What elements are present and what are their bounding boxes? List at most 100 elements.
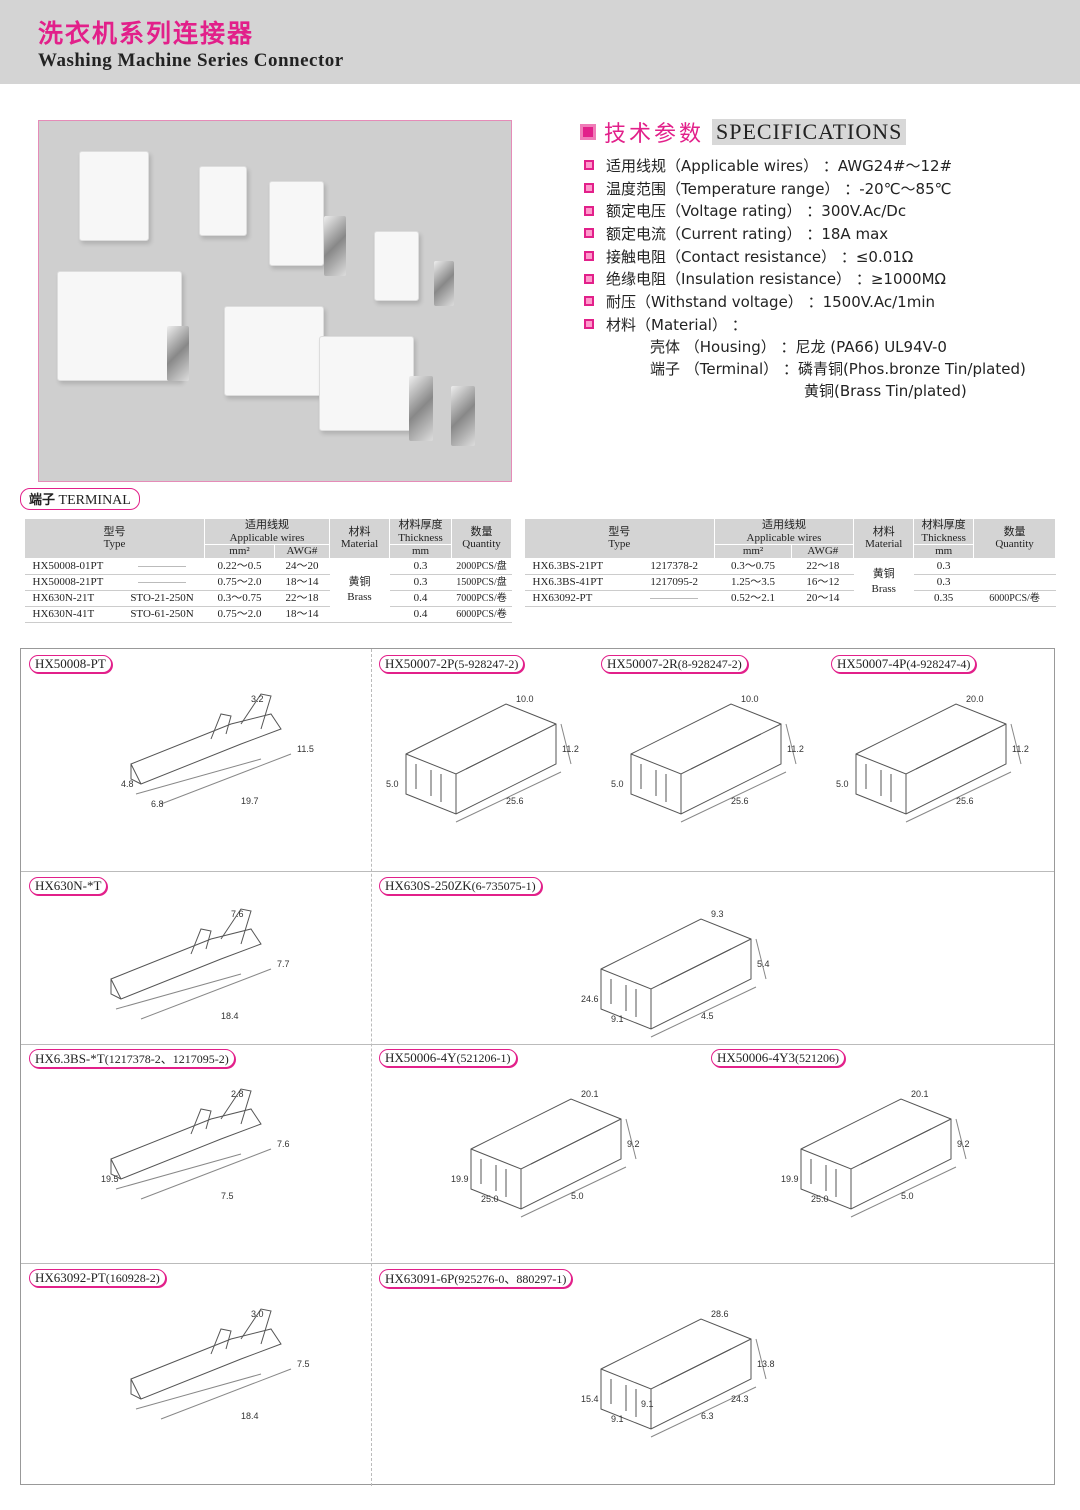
th-type-cn: 型号 (608, 525, 631, 538)
housing-drawing (600, 918, 767, 1038)
dimension-label: 25.6 (956, 796, 974, 806)
dimension-label: 10.0 (741, 694, 759, 704)
spec-item: 耐压（Withstand voltage） ：1500V.Ac/1min (580, 290, 1060, 313)
dimension-label: 24.6 (581, 994, 599, 1004)
cell-type: HX630N-21T (24, 590, 120, 607)
th-qty-cn: 数量 (1003, 525, 1026, 538)
spec-title-en: SPECIFICATIONS (712, 119, 907, 145)
square-bullet-icon (584, 251, 594, 262)
title-en: Washing Machine Series Connector (38, 50, 344, 71)
dimension-label: 5.0 (386, 779, 399, 789)
part-label: HX50008-PT (29, 655, 112, 673)
housing-drawing (470, 1098, 637, 1218)
dimension-label: 9.2 (957, 1139, 970, 1149)
dimension-label: 11.2 (1012, 744, 1029, 754)
th-wires-en: Applicable wires (746, 531, 822, 544)
dimension-label: 15.4 (581, 1394, 599, 1404)
dimension-label: 19.7 (241, 796, 259, 806)
th-type-cn: 型号 (103, 525, 126, 538)
housing-drawing (600, 1318, 767, 1438)
spec-cn: 耐压 (606, 292, 637, 311)
dimension-label: 11.5 (297, 744, 314, 754)
terminal-section-label: 端子 TERMINAL (20, 488, 140, 510)
dimension-label: 4.8 (121, 779, 134, 789)
cell-awg: 18～14 (274, 574, 330, 591)
part-label: HX50006-4Y(521206-1) (379, 1049, 517, 1067)
spec-en: （Applicable wires） (666, 156, 819, 175)
spec-en: （Current rating） (666, 224, 802, 243)
terminal-value: ：磷青铜(Phos.bronze Tin/plated) (782, 360, 1026, 378)
cell-thick: 0.35 (913, 590, 974, 607)
square-bullet-icon (584, 160, 594, 171)
spec-item: 材料（Material） ： (580, 313, 1060, 336)
square-bullet-icon (584, 228, 594, 239)
cell-type: HX50008-01PT (24, 558, 120, 575)
part-name: HX63091-6P (385, 1271, 455, 1286)
spec-cn: 额定电压 (606, 202, 667, 221)
cell-type: HX630N-41T (24, 606, 120, 623)
part-name: HX50007-2P (385, 656, 455, 671)
dimension-label: 25.6 (506, 796, 524, 806)
spec-value: ：AWG24#～12# (822, 156, 953, 175)
dimension-label: 7.7 (277, 959, 290, 969)
cell-mm2: 0.3～0.75 (204, 590, 275, 607)
spec-item: 额定电流（Current rating） ：18A max (580, 222, 1060, 245)
square-bullet-icon (584, 273, 594, 284)
terminal-label: 端子 （Terminal） (650, 360, 779, 378)
dimension-label: 5.0 (571, 1191, 584, 1201)
part-name: HX63092-PT (35, 1270, 106, 1285)
cell-alt: 1217378-2 (650, 559, 699, 572)
th-mm2: mm² (204, 544, 275, 559)
title-cn: 洗衣机系列连接器 (38, 19, 255, 48)
housing-label: 壳体 （Housing） (650, 338, 776, 356)
cell-qty: 6000PCS/卷 (973, 590, 1056, 607)
housing-drawing (855, 703, 1022, 823)
cell-qty (973, 574, 1056, 591)
housing-drawing (800, 1098, 967, 1218)
spec-en: （Contact resistance） (666, 247, 837, 266)
part-label: HX630S-250ZK(6-735075-1) (379, 877, 542, 895)
terminal-drawing (110, 1088, 272, 1200)
cell-material-en: Brass (347, 591, 372, 604)
terminal-drawing (130, 693, 292, 805)
th-thick-cn: 材料厚度 (921, 519, 966, 531)
spec-value: ：1500V.Ac/1min (807, 292, 935, 311)
part-name: HX50006-4Y3 (717, 1050, 795, 1065)
dimension-label: 20.0 (966, 694, 984, 704)
cell-awg: 22～18 (274, 590, 330, 607)
dimension-label: 25.0 (481, 1194, 499, 1204)
th-thick-en: Thickness (398, 531, 443, 544)
spec-item: 绝缘电阻（Insulation resistance） ：≥1000MΩ (580, 267, 1060, 290)
th-thick-unit: mm (913, 544, 975, 559)
part-code: (925276-0、880297-1) (454, 1272, 567, 1286)
dimension-label: 5.0 (611, 779, 624, 789)
th-mat-en: Material (865, 538, 903, 551)
dimension-label: 9.1 (611, 1014, 624, 1024)
cell-awg: 20～14 (791, 590, 854, 607)
cell-qty: 6000PCS/卷 (451, 606, 512, 623)
cell-type: HX50008-21PT (24, 574, 120, 591)
cell-material-en: Brass (871, 583, 896, 596)
cell-awg: 22～18 (791, 558, 854, 575)
part-name: HX50007-4P (837, 656, 907, 671)
dimension-label: 24.3 (731, 1394, 749, 1404)
th-type-en: Type (608, 538, 631, 551)
part-name: HX630S-250ZK (385, 878, 472, 893)
part-label: HX50006-4Y3(521206) (711, 1049, 845, 1067)
spec-cn: 温度范围 (606, 179, 667, 198)
spec-cn: 额定电流 (606, 224, 667, 243)
th-thick-unit: mm (389, 544, 452, 559)
part-label: HX50007-2R(8-928247-2) (601, 655, 748, 673)
spec-value: ：≤0.01Ω (840, 247, 914, 266)
part-code: (8-928247-2) (677, 657, 742, 671)
part-code: (521206-1) (456, 1051, 511, 1065)
spec-title-cn: 技术参数 (604, 122, 705, 147)
cell-alt: STO-61-250N (130, 607, 194, 620)
part-name: HX50007-2R (607, 656, 678, 671)
terminal-label-cn: 端子 (29, 493, 56, 508)
cell-alt: 1217095-2 (650, 575, 699, 588)
cell-qty: 2000PCS/盘 (451, 558, 512, 575)
